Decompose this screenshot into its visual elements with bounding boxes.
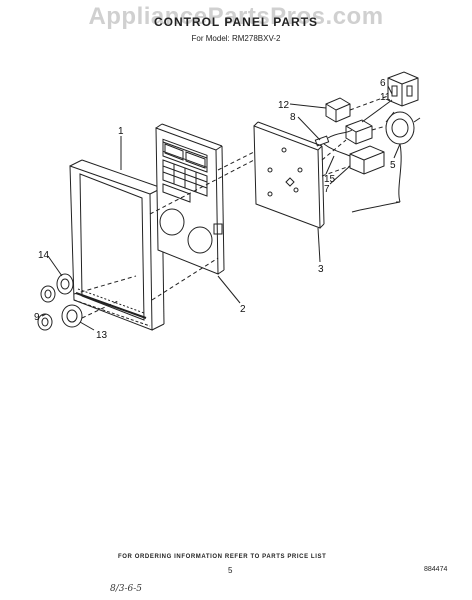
callout-9: 9 [34,312,40,323]
model-subtitle: For Model: RM278BXV-2 [191,34,281,43]
callout-leaders [41,85,401,331]
callout-12: 12 [278,100,290,111]
assembly-lines [73,95,389,319]
part-2-control-panel-board [155,123,225,275]
callout-2: 2 [240,304,246,315]
watermark-logo: AppliancePartsPros.com [88,3,384,30]
callout-7: 7 [324,184,330,195]
wire-lead [351,201,401,213]
callout-1: 1 [118,126,124,137]
callout-15: 15 [324,174,336,185]
part-1-front-frame [69,159,165,331]
callout-6: 6 [380,78,386,89]
document-number: 884474 [424,566,448,573]
handwritten-note: 8/3-6-5 [110,584,143,594]
page-number: 5 [228,566,233,575]
part-13-knob [61,304,83,328]
callout-3: 3 [318,264,324,275]
part-3-back-plate [253,121,325,229]
part-9-knob-insert [37,285,56,331]
part-7-switch [349,145,385,175]
callout-5: 5 [390,160,396,171]
callout-11: 11 [380,92,391,103]
callout-14: 14 [38,250,50,261]
callout-numbers: 1 2 3 5 6 7 8 9 11 12 13 14 15 [34,78,396,341]
part-6-terminal-block [387,71,419,107]
diagram-title: CONTROL PANEL PARTS [153,15,319,29]
part-8-connector [314,129,353,157]
part-12-switch-block [325,97,351,123]
callout-13: 13 [96,330,108,341]
part-14-knob [56,273,74,295]
callout-8: 8 [290,112,296,123]
part-11-relay [345,119,373,145]
ordering-info-note: FOR ORDERING INFORMATION REFER TO PARTS … [118,554,327,560]
part-5-timer-motor [385,111,421,203]
